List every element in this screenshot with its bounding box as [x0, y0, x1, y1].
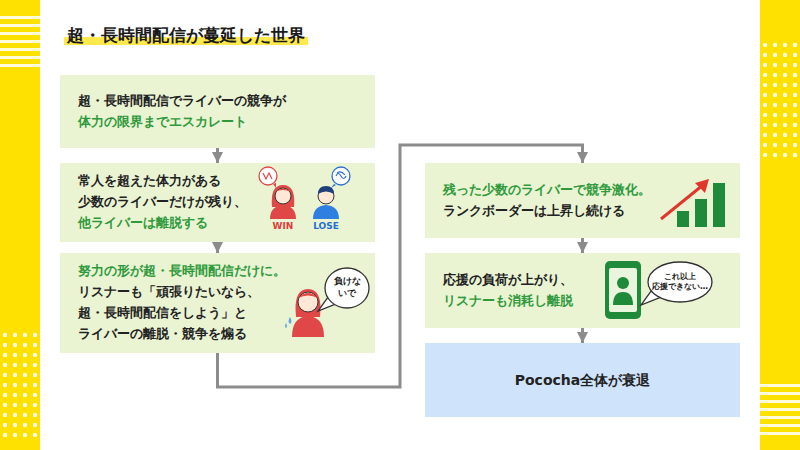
rising-arrow: [661, 185, 703, 219]
sad-bubble: [332, 167, 350, 185]
bangs: [298, 293, 318, 298]
speech-bubble: これ以上 応援できない…: [647, 261, 713, 303]
left-band: [0, 0, 40, 450]
right-band: [760, 0, 800, 450]
stripe-pattern: [0, 12, 40, 68]
head: [275, 188, 291, 204]
result-box: Pococha全体が衰退: [425, 343, 740, 417]
phone-body: [605, 261, 641, 319]
text-group: これ以上 応援できない…: [651, 272, 709, 293]
angry-bubble: [259, 167, 277, 185]
box-text: 体力の限界までエスカレート: [78, 112, 368, 133]
box-text: 努力の形が超・長時間配信だけに。: [78, 261, 290, 282]
flow-arrow: [216, 242, 219, 253]
arrow-head: [695, 179, 709, 193]
bar: [695, 199, 707, 227]
bubble-tail: [273, 183, 276, 188]
speech-bubble: 負けないで: [324, 267, 370, 309]
box-text: ランクボーダーは上昇し続ける: [443, 201, 657, 222]
flow-arrow: [581, 328, 584, 343]
scribble: [336, 172, 346, 179]
sweat-drops: [285, 317, 292, 328]
body: [292, 316, 324, 337]
text-group: Pococha全体が衰退: [438, 369, 728, 391]
body: [270, 205, 296, 219]
result-label: WIN: [268, 221, 298, 231]
hair: [318, 186, 334, 194]
text-group: 応援の負荷が上がり、リスナーも消耗し離脱: [443, 270, 601, 312]
dot-pattern: [760, 40, 800, 160]
result-label: LOSE: [311, 221, 341, 231]
process-box: 常人を超えた体力がある 少数のライバーだけが残り、他ライバーは離脱する WIN LO…: [60, 163, 375, 242]
person-head: [617, 277, 629, 289]
bubble-text: 負けないで: [332, 276, 362, 299]
box-text: 応援の負荷が上がり、: [443, 270, 601, 291]
process-box: 負けないで 努力の形が超・長時間配信だけに。リスナーも「頑張りたいなら、 超・長時…: [60, 253, 375, 353]
bubble-shape: [325, 268, 369, 308]
person-body: [613, 292, 633, 305]
bubble-text: これ以上 応援できない…: [651, 272, 709, 293]
dot-pattern: [0, 330, 40, 440]
head: [298, 292, 318, 312]
bar: [677, 211, 689, 227]
diagram-title: 超・長時間配信が蔓延した世界: [64, 24, 308, 47]
rising-chart-icon: [425, 163, 740, 238]
bubble-shape: [648, 262, 712, 302]
box-text: 他ライバーは離脱する: [78, 213, 260, 234]
box-text: 残った少数のライバーで競争激化。: [443, 180, 657, 201]
box-text: 超・長時間配信でライバーの競争が: [78, 91, 368, 112]
bangs: [275, 189, 291, 193]
hair: [296, 289, 321, 317]
bar: [713, 183, 725, 227]
process-box: 残った少数のライバーで競争激化。ランクボーダーは上昇し続ける: [425, 163, 740, 238]
hair: [272, 185, 295, 207]
stripe-pattern: [760, 382, 800, 438]
title-text: 超・長時間配信が蔓延した世界: [64, 25, 308, 45]
text-group: 残った少数のライバーで競争激化。ランクボーダーは上昇し続ける: [443, 180, 657, 222]
box-text: リスナーも「頑張りたいなら、 超・長時間配信をしよう」と ライバーの離脱・競争を…: [78, 282, 290, 344]
text-group: 努力の形が超・長時間配信だけに。リスナーも「頑張りたいなら、 超・長時間配信をし…: [78, 261, 290, 344]
process-box: 超・長時間配信でライバーの競争が体力の限界までエスカレート: [60, 75, 375, 148]
text-group: 超・長時間配信でライバーの競争が体力の限界までエスカレート: [78, 91, 368, 133]
box-text: Pococha全体が衰退: [438, 369, 728, 391]
process-box: これ以上 応援できない… 応援の負荷が上がり、リスナーも消耗し離脱: [425, 253, 740, 328]
body: [313, 205, 339, 219]
box-text: 常人を超えた体力がある 少数のライバーだけが残り、: [78, 171, 260, 213]
text-group: 負けないで: [332, 276, 362, 299]
flow-arrow: [581, 238, 584, 253]
phone-screen: [609, 268, 637, 312]
box-text: リスナーも消耗し離脱: [443, 291, 601, 312]
flow-arrow: [216, 148, 219, 163]
angry-mark: [263, 173, 272, 179]
text-group: 常人を超えた体力がある 少数のライバーだけが残り、他ライバーは離脱する: [78, 171, 260, 233]
bubble-tail: [331, 184, 336, 188]
